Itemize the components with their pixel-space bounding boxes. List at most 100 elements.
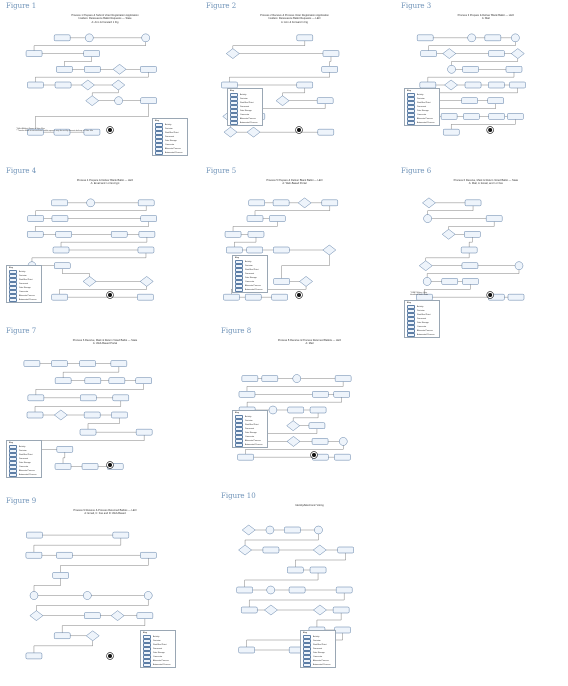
flowchart-6	[416, 197, 525, 301]
decision-node	[241, 524, 256, 536]
activity-node	[27, 128, 44, 136]
legend-item: Alternate Process	[141, 658, 175, 664]
legend-item: Activity	[153, 122, 187, 128]
decision-node	[510, 48, 525, 59]
legend-item: Data Storage	[233, 430, 267, 436]
legend-item-label: Activity	[313, 636, 320, 638]
activity-node	[110, 231, 128, 238]
legend-symbol-icon	[155, 126, 163, 132]
legend-symbol-icon	[235, 418, 243, 424]
activity-node	[51, 293, 68, 301]
activity-node	[442, 128, 460, 136]
legend-item: Document	[141, 646, 175, 652]
legend-item-label: Activity	[245, 261, 252, 263]
activity-node	[135, 377, 152, 384]
legend-item-label: Start/End Point	[245, 424, 259, 426]
legend-symbol-icon	[407, 332, 415, 338]
figure-label: Figure 1	[6, 2, 37, 10]
legend-item-label: Automated Process	[153, 664, 171, 666]
legend-item: Connector	[405, 112, 439, 118]
decision-node	[223, 126, 238, 138]
figure-title: Process 1 Prepare & Submit Voter Registr…	[71, 14, 139, 24]
end-terminator-dot	[108, 128, 112, 132]
legend-symbol-icon	[230, 92, 238, 98]
activity-node	[464, 231, 481, 238]
activity-node	[53, 128, 71, 136]
legend-item-label: Decision	[153, 640, 161, 642]
legend-item: Start/End Point	[7, 277, 41, 283]
activity-node	[83, 50, 100, 57]
legend-item-label: Decision	[245, 420, 253, 422]
legend-title: Key	[9, 442, 14, 444]
activity-node	[54, 262, 71, 269]
legend-item: Connector	[141, 654, 175, 660]
start-end-node	[268, 405, 278, 415]
legend-symbol-icon	[235, 414, 243, 420]
legend-item-label: Connector	[19, 291, 29, 293]
legend-title: Key	[155, 120, 160, 122]
legend-item-label: Start/End Point	[240, 102, 254, 104]
legend-symbol-icon	[235, 442, 243, 448]
legend-symbol-icon	[9, 289, 17, 295]
legend-symbol-icon	[9, 472, 17, 478]
activity-node	[316, 97, 334, 104]
activity-node	[26, 531, 43, 539]
legend-symbol-icon	[9, 468, 17, 474]
legend-item-label: Data Storage	[153, 652, 165, 654]
legend-item: Connector	[233, 434, 267, 440]
legend-item-label: Alternate Process	[245, 440, 261, 442]
legend-symbol-icon	[9, 297, 17, 303]
flowchart-3	[416, 33, 526, 136]
decision-node	[322, 244, 337, 256]
legend-symbol-icon	[230, 100, 238, 106]
activity-node	[26, 411, 44, 419]
figure6-footnote: * FVAP, Military, Voter Handbook/Voter G…	[410, 292, 429, 297]
legend-symbol-icon	[155, 138, 163, 144]
connector-line	[35, 218, 149, 235]
end-terminator-dot	[488, 293, 493, 297]
start-end-node	[314, 525, 323, 535]
legend-symbol-icon	[407, 96, 415, 102]
legend-symbol-icon	[235, 287, 243, 293]
flowchart-10	[236, 524, 354, 654]
start-end-node	[266, 585, 275, 595]
decision-node	[82, 276, 97, 287]
activity-node	[138, 231, 156, 238]
legend-item-label: Start/End Point	[245, 269, 259, 271]
legend-symbol-icon	[407, 100, 415, 106]
legend-item-label: Document	[245, 273, 255, 275]
legend-item-label: Automated Process	[19, 299, 37, 301]
activity-node	[84, 66, 101, 73]
legend-symbol-icon	[303, 650, 311, 656]
activity-node	[135, 428, 153, 436]
figure-label: Figure 7	[6, 327, 37, 335]
decision-node	[286, 436, 301, 447]
connector-line	[35, 202, 147, 219]
legend-item-label: Activity	[153, 636, 160, 638]
legend-item-label: Alternate Process	[417, 330, 433, 332]
legend-item: Automated Process	[233, 287, 267, 293]
legend-symbol-icon	[9, 269, 17, 275]
decision-node	[444, 79, 458, 91]
legend-item: Connector	[7, 289, 41, 295]
connector-line	[60, 234, 148, 250]
activity-node	[54, 377, 72, 384]
flowchart-8	[237, 374, 352, 461]
decision-node	[246, 126, 261, 138]
legend-item: Alternate Process	[233, 438, 267, 444]
legend-item-label: Data Storage	[417, 322, 429, 324]
figure-title: Identity/Electronic Voting	[295, 504, 324, 507]
activity-node	[464, 199, 482, 207]
activity-node	[53, 632, 71, 640]
legend-item: Activity	[405, 304, 439, 310]
activity-node	[51, 199, 68, 207]
legend-item: Connector	[301, 654, 335, 660]
activity-node	[111, 411, 128, 419]
activity-node	[288, 586, 306, 594]
legend-symbol-icon	[235, 434, 243, 440]
activity-node	[52, 246, 70, 254]
legend-item: Start/End Point	[7, 452, 41, 458]
